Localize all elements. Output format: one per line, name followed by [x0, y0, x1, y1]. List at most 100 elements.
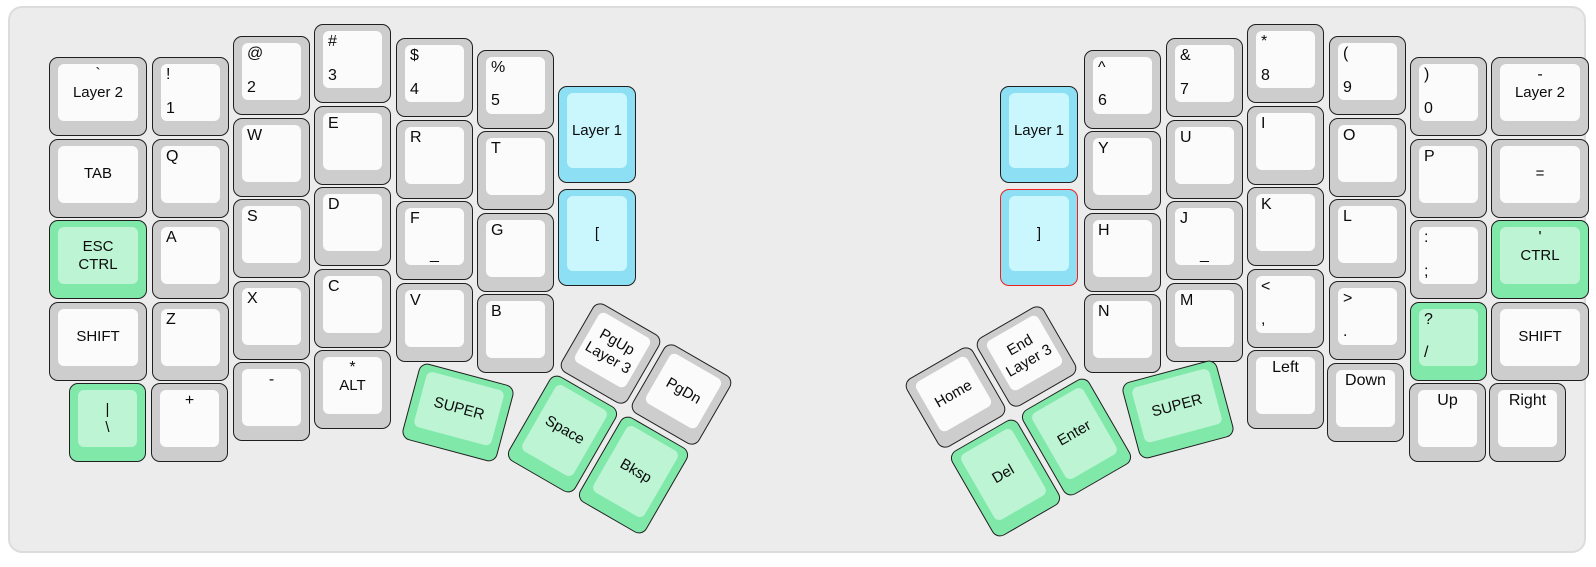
key-p[interactable]: P [1410, 138, 1487, 218]
key-equals[interactable]: = [1491, 138, 1589, 218]
key-label: L [1343, 208, 1352, 225]
keycap-face: (9 [1338, 43, 1397, 100]
key-plus[interactable]: + [151, 383, 228, 462]
keycap-face: ^6 [1093, 56, 1152, 114]
key-label: O [1343, 126, 1356, 144]
key-label: , [1261, 311, 1266, 329]
key-left-bracket[interactable]: [ [558, 189, 636, 286]
keycap-face: 'CTRL [1500, 227, 1580, 284]
keycap-face: ] [1009, 196, 1069, 271]
key-label: Y [1098, 140, 1109, 157]
keycap-face: N [1093, 301, 1152, 358]
key-m[interactable]: M [1166, 282, 1243, 362]
keycap-face: M [1175, 289, 1234, 347]
key-layer1-right[interactable]: Layer 1 [1000, 86, 1078, 183]
keycap-face: Right [1498, 390, 1557, 447]
key-caret-6[interactable]: ^6 [1084, 49, 1161, 129]
key-exclam-1[interactable]: !1 [152, 57, 229, 136]
key-label: Left [1272, 359, 1299, 376]
key-i[interactable]: I [1247, 105, 1324, 185]
key-label: * [1261, 33, 1268, 50]
keycap-face: Y [1093, 138, 1152, 195]
keycap-face: *8 [1256, 31, 1315, 88]
key-a[interactable]: A [152, 220, 229, 299]
key-label: M [1180, 291, 1194, 309]
key-minus-layer2[interactable]: -Layer 2 [1491, 57, 1589, 136]
key-u[interactable]: U [1166, 119, 1243, 199]
key-label: Right [1508, 392, 1547, 409]
key-n[interactable]: N [1084, 294, 1161, 373]
key-gt-period[interactable]: >. [1329, 280, 1406, 360]
key-h[interactable]: H [1084, 212, 1161, 292]
keycap-face: <, [1256, 275, 1315, 333]
key-backtick-layer2[interactable]: `Layer 2 [49, 57, 147, 136]
key-label: I [1261, 114, 1266, 132]
key-label: H [1098, 221, 1110, 239]
key-hash-3[interactable]: #3 [314, 24, 391, 103]
key-label: 7 [1180, 80, 1189, 98]
keycap-face: ?/ [1419, 308, 1478, 366]
key-f[interactable]: F_ [396, 201, 473, 280]
keycap-face: T [486, 138, 545, 195]
key-label: < [1261, 277, 1271, 295]
key-label: CTRL [1520, 246, 1560, 264]
key-right-bracket[interactable]: ] [1000, 189, 1078, 286]
keycap-face: &7 [1175, 45, 1234, 102]
key-arrow-left[interactable]: Left [1247, 350, 1324, 429]
key-j[interactable]: J_ [1166, 201, 1243, 280]
key-arrow-right[interactable]: Right [1489, 383, 1566, 462]
keycap-face: End Layer 3 [984, 313, 1064, 393]
key-v[interactable]: V [396, 282, 473, 362]
key-b[interactable]: B [477, 294, 554, 373]
key-label: - [1537, 66, 1543, 83]
key-label: J [1180, 210, 1188, 227]
key-e[interactable]: E [314, 105, 391, 185]
key-shift-right[interactable]: SHIFT [1491, 301, 1589, 381]
key-quote-ctrl[interactable]: 'CTRL [1491, 220, 1589, 299]
key-lparen-9[interactable]: (9 [1329, 36, 1406, 115]
key-y[interactable]: Y [1084, 131, 1161, 210]
key-label: Down [1345, 371, 1386, 389]
key-arrow-up[interactable]: Up [1409, 383, 1486, 462]
key-o[interactable]: O [1329, 117, 1406, 197]
key-minus[interactable]: - [233, 362, 310, 441]
key-l[interactable]: L [1329, 199, 1406, 278]
key-label: Home [931, 376, 975, 411]
key-percent-5[interactable]: %5 [477, 49, 554, 129]
key-label: ; [1424, 262, 1429, 280]
keycap-face: :; [1419, 227, 1478, 284]
key-lt-comma[interactable]: <, [1247, 268, 1324, 348]
key-label: P [1424, 147, 1435, 165]
keycap-face: A [161, 227, 220, 284]
key-label: K [1261, 196, 1272, 213]
key-d[interactable]: D [314, 187, 391, 266]
key-label: 9 [1343, 78, 1352, 96]
key-arrow-down[interactable]: Down [1327, 362, 1404, 442]
key-q[interactable]: Q [152, 138, 229, 218]
keycap-face: = [1500, 145, 1580, 203]
key-star-8[interactable]: *8 [1247, 24, 1324, 103]
key-star-alt[interactable]: *ALT [314, 350, 391, 429]
key-k[interactable]: K [1247, 187, 1324, 266]
key-colon-semicolon[interactable]: :; [1410, 220, 1487, 299]
key-rparen-0[interactable]: )0 [1410, 57, 1487, 136]
keycap-face: P [1419, 145, 1478, 203]
keycap-face: I [1256, 112, 1315, 170]
key-super-right[interactable]: SUPER [1120, 358, 1236, 460]
key-question-slash[interactable]: ?/ [1410, 301, 1487, 381]
key-label: 0 [1424, 99, 1433, 117]
key-x[interactable]: X [233, 280, 310, 360]
key-label: N [1098, 303, 1110, 320]
keycap-face: J_ [1175, 208, 1234, 265]
key-label: . [1343, 323, 1348, 341]
key-label: End Layer 3 [1002, 330, 1055, 381]
key-z[interactable]: Z [152, 301, 229, 381]
key-pipe-backslash[interactable]: | \ [69, 383, 146, 462]
key-t[interactable]: T [477, 131, 554, 210]
keycap-face: Q [161, 145, 220, 203]
key-r[interactable]: R [396, 119, 473, 199]
keycap-face: + [160, 390, 219, 447]
key-amp-7[interactable]: &7 [1166, 38, 1243, 117]
